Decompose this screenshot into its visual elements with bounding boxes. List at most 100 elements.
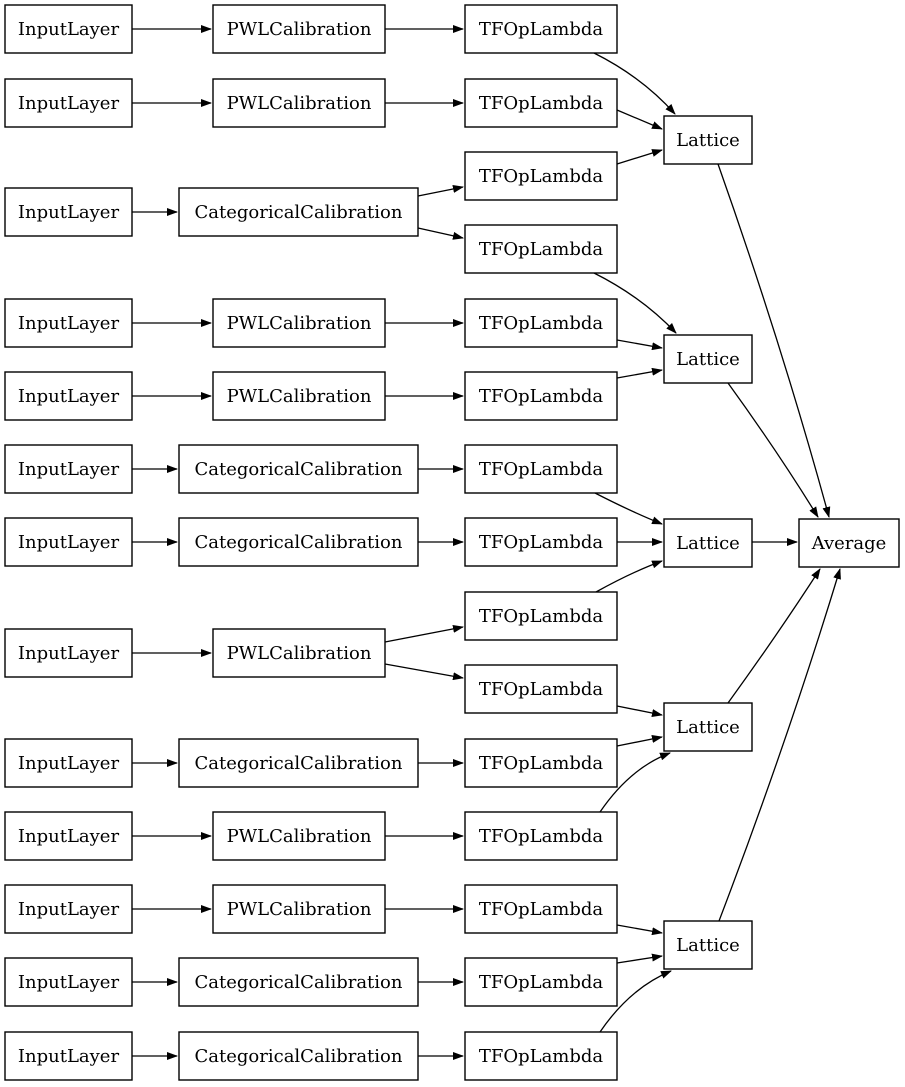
node-il11: InputLayer xyxy=(4,884,133,934)
node-box-cat5 xyxy=(178,957,419,1007)
node-box-tfl2 xyxy=(464,78,618,128)
edge-tfl13-lat5 xyxy=(616,924,663,936)
node-box-lat3 xyxy=(663,518,753,568)
node-box-il2 xyxy=(4,78,133,128)
edge-tfl5-lat2 xyxy=(616,339,663,351)
edge-lat4-avg xyxy=(727,568,821,704)
node-pwl4: PWLCalibration xyxy=(212,371,386,421)
node-cat2: CategoricalCalibration xyxy=(178,444,419,494)
node-box-il11 xyxy=(4,884,133,934)
edge-tfl6-lat2 xyxy=(616,367,663,379)
edge-tfl15-lat5 xyxy=(599,970,672,1033)
edge-tfl11-lat4 xyxy=(616,735,663,747)
node-box-tfl13 xyxy=(464,884,618,934)
node-label-tfl7: TFOpLambda xyxy=(479,459,604,480)
node-label-tfl1: TFOpLambda xyxy=(479,19,604,40)
node-label-il13: InputLayer xyxy=(18,1046,120,1067)
node-tfl10: TFOpLambda xyxy=(464,664,618,714)
node-label-il12: InputLayer xyxy=(18,972,120,993)
node-box-lat1 xyxy=(663,115,753,165)
node-box-lat4 xyxy=(663,702,753,752)
node-label-tfl4: TFOpLambda xyxy=(479,239,604,260)
node-box-il13 xyxy=(4,1031,133,1081)
node-il12: InputLayer xyxy=(4,957,133,1007)
node-label-il8: InputLayer xyxy=(18,643,120,664)
node-box-tfl15 xyxy=(464,1031,618,1081)
node-label-cat2: CategoricalCalibration xyxy=(195,459,403,480)
node-box-tfl12 xyxy=(464,811,618,861)
node-il10: InputLayer xyxy=(4,811,133,861)
node-pwl6: PWLCalibration xyxy=(212,811,386,861)
node-box-il9 xyxy=(4,738,133,788)
node-label-pwl5: PWLCalibration xyxy=(227,643,372,664)
node-il2: InputLayer xyxy=(4,78,133,128)
edge-tfl10-lat4 xyxy=(616,705,663,717)
node-tfl8: TFOpLambda xyxy=(464,517,618,567)
node-box-il7 xyxy=(4,517,133,567)
node-il6: InputLayer xyxy=(4,444,133,494)
node-tfl6: TFOpLambda xyxy=(464,371,618,421)
node-label-il11: InputLayer xyxy=(18,899,120,920)
node-box-tfl4 xyxy=(464,224,618,274)
edge-tfl7-lat3 xyxy=(594,492,663,525)
node-box-lat5 xyxy=(663,920,753,970)
node-tfl11: TFOpLambda xyxy=(464,738,618,788)
node-avg: Average xyxy=(798,518,900,568)
node-label-cat3: CategoricalCalibration xyxy=(195,532,403,553)
node-label-tfl2: TFOpLambda xyxy=(479,93,604,114)
node-box-cat3 xyxy=(178,517,419,567)
edge-pwl5-tfl10 xyxy=(384,663,464,681)
node-label-cat5: CategoricalCalibration xyxy=(195,972,403,993)
edges-layer xyxy=(131,25,841,1060)
node-box-cat6 xyxy=(178,1031,419,1081)
node-box-cat1 xyxy=(178,187,419,237)
node-cat1: CategoricalCalibration xyxy=(178,187,419,237)
node-tfl2: TFOpLambda xyxy=(464,78,618,128)
node-label-il9: InputLayer xyxy=(18,753,120,774)
node-pwl2: PWLCalibration xyxy=(212,78,386,128)
node-pwl3: PWLCalibration xyxy=(212,298,386,348)
edge-pwl5-tfl9 xyxy=(384,624,464,643)
node-box-il4 xyxy=(4,298,133,348)
node-box-tfl14 xyxy=(464,957,618,1007)
node-box-il5 xyxy=(4,371,133,421)
node-box-pwl4 xyxy=(212,371,386,421)
node-box-pwl7 xyxy=(212,884,386,934)
node-label-il1: InputLayer xyxy=(18,19,120,40)
node-label-tfl8: TFOpLambda xyxy=(479,532,604,553)
edge-lat2-avg xyxy=(727,382,819,518)
node-box-tfl11 xyxy=(464,738,618,788)
node-tfl4: TFOpLambda xyxy=(464,224,618,274)
node-cat4: CategoricalCalibration xyxy=(178,738,419,788)
node-il9: InputLayer xyxy=(4,738,133,788)
node-box-pwl2 xyxy=(212,78,386,128)
nodes-layer: InputLayerInputLayerInputLayerInputLayer… xyxy=(4,4,900,1081)
node-label-tfl14: TFOpLambda xyxy=(479,972,604,993)
node-lat2: Lattice xyxy=(663,334,753,384)
node-label-tfl10: TFOpLambda xyxy=(479,679,604,700)
node-box-tfl1 xyxy=(464,4,618,54)
node-label-tfl3: TFOpLambda xyxy=(479,166,604,187)
node-tfl1: TFOpLambda xyxy=(464,4,618,54)
edge-tfl2-lat1 xyxy=(616,109,663,130)
node-label-lat3: Lattice xyxy=(676,533,740,554)
node-label-avg: Average xyxy=(811,533,887,554)
node-box-tfl6 xyxy=(464,371,618,421)
node-box-pwl5 xyxy=(212,628,386,678)
edge-cat1-tfl4 xyxy=(417,227,464,240)
node-box-tfl8 xyxy=(464,517,618,567)
node-label-cat1: CategoricalCalibration xyxy=(195,202,403,223)
node-label-tfl6: TFOpLambda xyxy=(479,386,604,407)
node-tfl13: TFOpLambda xyxy=(464,884,618,934)
node-box-il12 xyxy=(4,957,133,1007)
node-pwl1: PWLCalibration xyxy=(212,4,386,54)
node-box-il10 xyxy=(4,811,133,861)
node-cat6: CategoricalCalibration xyxy=(178,1031,419,1081)
node-box-avg xyxy=(798,518,900,568)
node-label-cat4: CategoricalCalibration xyxy=(195,753,403,774)
edge-tfl12-lat4 xyxy=(599,752,671,813)
node-label-tfl13: TFOpLambda xyxy=(479,899,604,920)
node-label-tfl5: TFOpLambda xyxy=(479,313,604,334)
node-label-pwl3: PWLCalibration xyxy=(227,313,372,334)
